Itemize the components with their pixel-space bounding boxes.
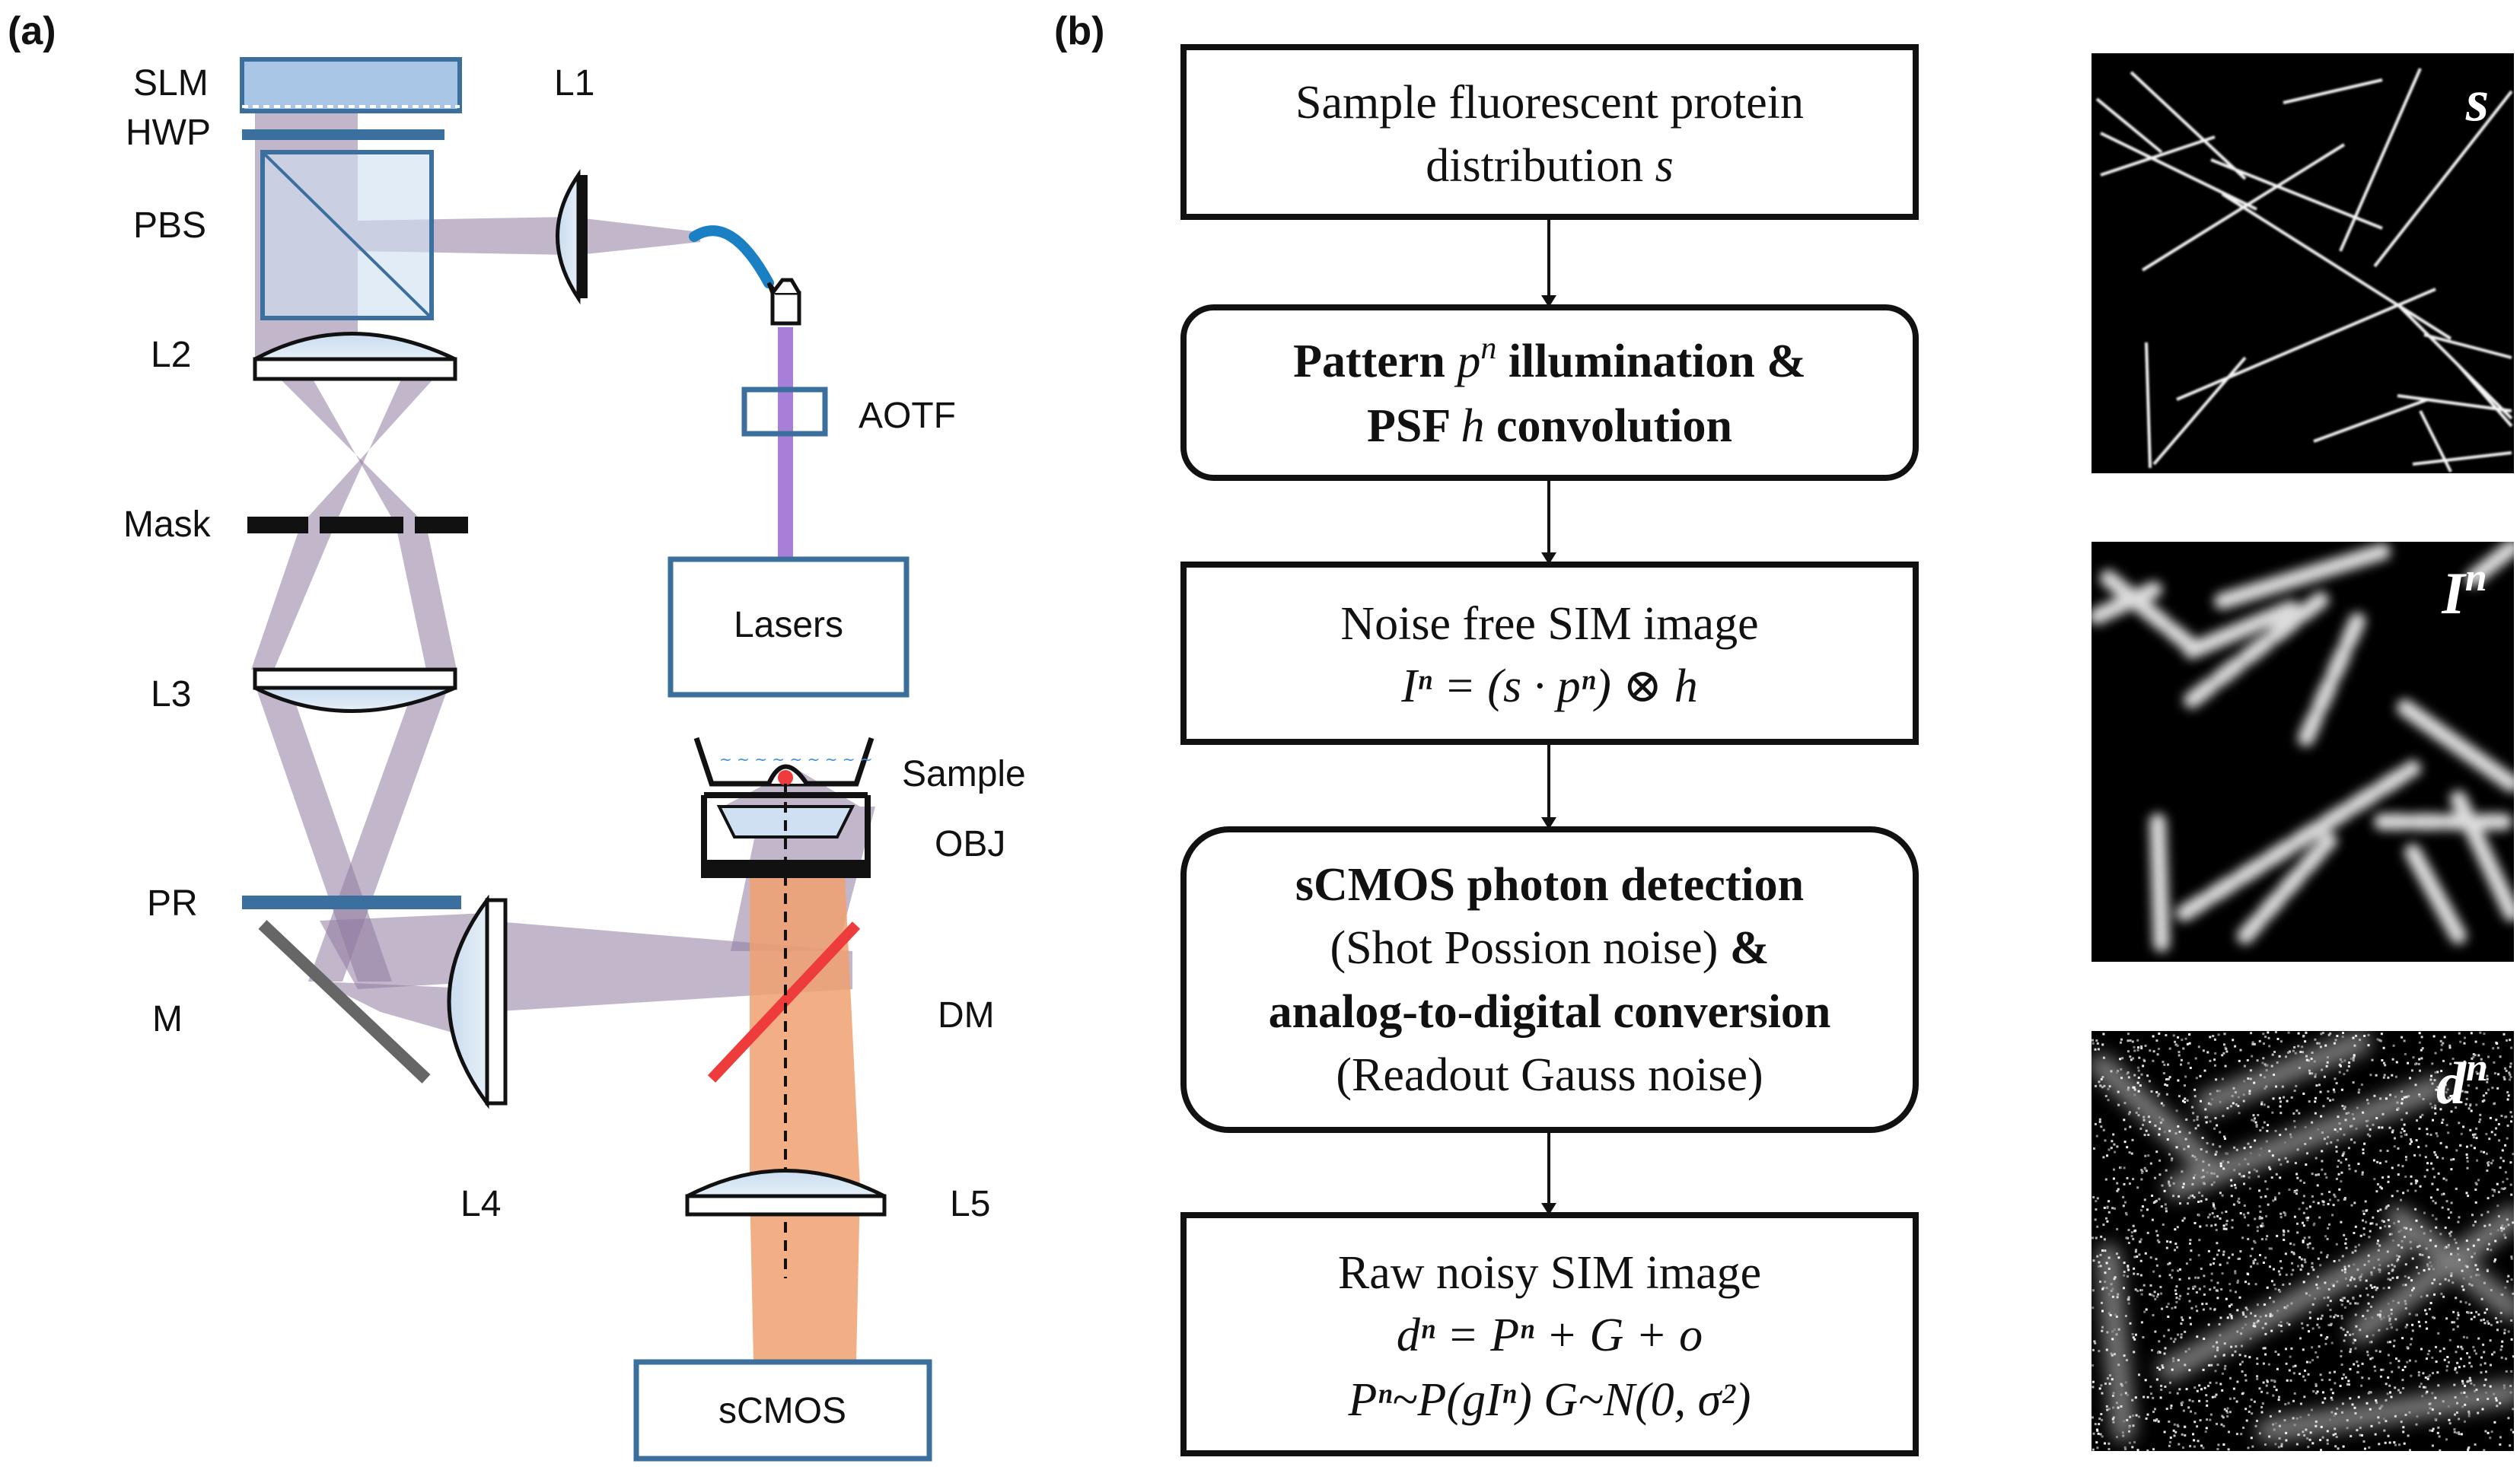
- pr: [242, 896, 461, 909]
- l5-label: L5: [950, 1184, 990, 1224]
- svg-text:In: In: [2441, 556, 2487, 626]
- box-sample-distribution: Sample fluorescent protein distribution …: [1180, 44, 1919, 220]
- box-pattern-illumination: Pattern pn illumination & PSF h convolut…: [1180, 304, 1919, 481]
- lasers-box: [667, 556, 910, 698]
- dm-label: DM: [938, 995, 995, 1036]
- svg-text:analog-to-digital conversion: analog-to-digital conversion: [1269, 986, 1831, 1038]
- l3-label: L3: [151, 674, 191, 714]
- l2-label: L2: [151, 335, 191, 375]
- lens-l2: [253, 332, 457, 381]
- pbs-label: PBS: [133, 205, 206, 246]
- slm: [240, 57, 462, 113]
- svg-text:sCMOS photon detection: sCMOS photon detection: [1295, 859, 1804, 911]
- svg-text:~ ~ ~ ~ ~ ~ ~ ~ ~: ~ ~ ~ ~ ~ ~ ~ ~ ~: [719, 750, 873, 769]
- aotf-label: AOTF: [859, 396, 956, 436]
- lens-l5: [685, 1169, 887, 1217]
- mirror-m: [258, 920, 431, 1084]
- svg-text:distribution s: distribution s: [1426, 140, 1674, 192]
- hwp: [242, 129, 444, 140]
- svg-text:(Shot Possion noise) &: (Shot Possion noise) &: [1330, 922, 1770, 974]
- box-scmos-detection: sCMOS photon detection (Shot Possion noi…: [1180, 826, 1919, 1133]
- image-s: s: [2092, 53, 2514, 473]
- image-In: In: [2092, 542, 2514, 962]
- lens-l4: [447, 894, 508, 1109]
- dichroic-mirror: [707, 921, 861, 1083]
- mask: [247, 517, 468, 533]
- scmos-box: [633, 1359, 932, 1462]
- optical-fiber: [689, 225, 774, 288]
- svg-text:PSF h convolution: PSF h convolution: [1367, 400, 1732, 452]
- detection-beam: [750, 875, 860, 1362]
- aotf: [741, 387, 828, 437]
- svg-text:Noise free SIM image: Noise free SIM image: [1340, 598, 1758, 650]
- m-label: M: [152, 999, 183, 1039]
- svg-text:Raw noisy SIM image: Raw noisy SIM image: [1338, 1247, 1761, 1299]
- l4-label: L4: [460, 1184, 501, 1224]
- laser-beam: [778, 327, 793, 559]
- svg-text:(Readout Gauss noise): (Readout Gauss noise): [1336, 1049, 1763, 1101]
- panel-b-label: (b): [1054, 9, 1104, 53]
- sample-dish: ~ ~ ~ ~ ~ ~ ~ ~ ~: [693, 737, 875, 787]
- lasers-label: Lasers: [734, 605, 843, 645]
- mask-label: Mask: [123, 504, 212, 545]
- scmos-label: sCMOS: [718, 1391, 846, 1431]
- panel-a: (a): [8, 9, 1026, 1462]
- obj-label: OBJ: [935, 824, 1005, 864]
- pr-label: PR: [147, 883, 198, 924]
- svg-text:dn: dn: [2436, 1046, 2488, 1116]
- box-noise-free-image: Noise free SIM image Iⁿ = (s · pⁿ) ⊗ h: [1180, 562, 1919, 745]
- panel-a-label: (a): [8, 9, 56, 53]
- pbs: [260, 150, 434, 320]
- lens-l1: [556, 168, 588, 305]
- sample-label: Sample: [902, 754, 1026, 794]
- svg-text:Pattern pn illumination &: Pattern pn illumination &: [1293, 331, 1806, 387]
- image-dn: dn: [2092, 1031, 2514, 1451]
- panel-b: (b) Sample fluorescent protein distribut…: [1054, 9, 2514, 1456]
- box-raw-noisy-image: Raw noisy SIM image dⁿ = Pⁿ + G + o Pⁿ~P…: [1180, 1212, 1919, 1456]
- l1-label: L1: [554, 63, 594, 103]
- svg-text:Pⁿ~P(gIⁿ) G~N(0, σ²): Pⁿ~P(gIⁿ) G~N(0, σ²): [1348, 1374, 1751, 1426]
- flow-arrows: [1541, 217, 1556, 1215]
- noise-speckle: [2092, 1031, 2514, 1451]
- svg-text:Sample fluorescent protein: Sample fluorescent protein: [1295, 77, 1804, 129]
- svg-text:s: s: [2465, 67, 2489, 133]
- svg-text:dⁿ = Pⁿ + G + o: dⁿ = Pⁿ + G + o: [1397, 1309, 1703, 1361]
- hwp-label: HWP: [126, 113, 211, 153]
- lens-l3: [253, 667, 457, 713]
- svg-text:Iⁿ = (s · pⁿ) ⊗ h: Iⁿ = (s · pⁿ) ⊗ h: [1400, 660, 1697, 712]
- slm-label: SLM: [133, 63, 209, 103]
